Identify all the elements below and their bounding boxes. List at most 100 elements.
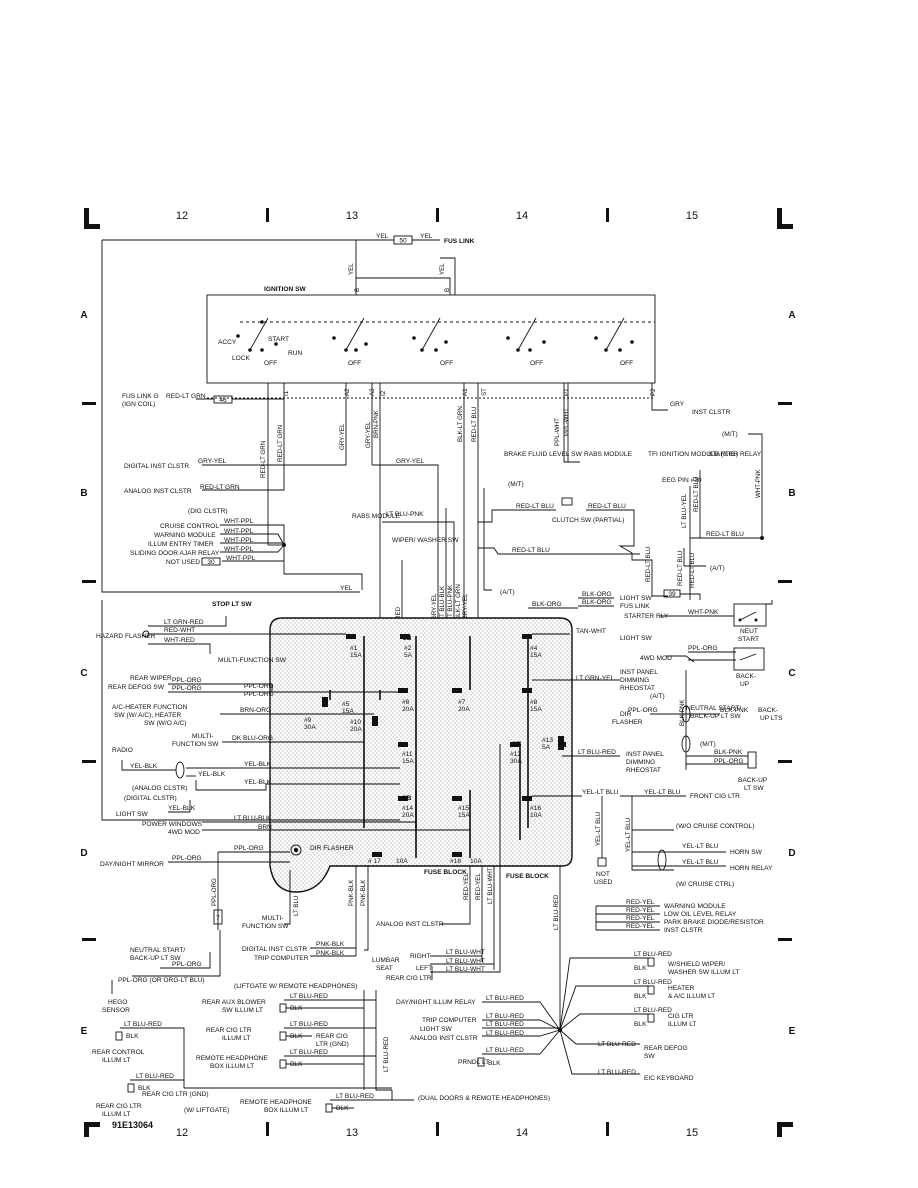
svg-text:A1: A1 xyxy=(462,388,469,396)
svg-text:ILLUM LT: ILLUM LT xyxy=(102,1111,130,1118)
svg-text:LT BLU-RED: LT BLU-RED xyxy=(486,995,524,1002)
svg-text:START: START xyxy=(268,336,289,343)
svg-text:PNK-BLK: PNK-BLK xyxy=(360,879,367,906)
corner-mark-top-left xyxy=(84,208,100,229)
svg-text:YEL-LT BLU: YEL-LT BLU xyxy=(582,789,619,796)
svg-text:RABS MODULE: RABS MODULE xyxy=(584,451,633,458)
svg-text:A3: A3 xyxy=(369,388,376,396)
svg-text:LT BLU-RED: LT BLU-RED xyxy=(290,1021,328,1028)
fuse-13: #13 xyxy=(542,737,553,744)
svg-text:BACK-UP LT SW: BACK-UP LT SW xyxy=(690,713,741,720)
svg-text:LT BLU-WHT: LT BLU-WHT xyxy=(446,949,485,956)
svg-text:BLK-ORG: BLK-ORG xyxy=(582,599,612,606)
svg-text:TAN-WHT: TAN-WHT xyxy=(576,628,606,635)
day-night-illum-relay-label: DAY/NIGHT ILLUM RELAY xyxy=(396,999,476,1006)
fuse-2: #2 xyxy=(404,645,412,652)
hego-sensor-label: HEGO xyxy=(108,999,127,1006)
svg-text:I2: I2 xyxy=(380,390,387,396)
svg-text:20A: 20A xyxy=(402,706,414,713)
svg-text:BLK: BLK xyxy=(290,1033,303,1040)
svg-text:LT BLU-RED: LT BLU-RED xyxy=(290,993,328,1000)
row-divider xyxy=(778,760,792,763)
svg-text:YEL: YEL xyxy=(439,263,446,275)
inst-panel-dimming-label: INST PANEL xyxy=(620,669,658,676)
svg-text:DIMMING: DIMMING xyxy=(620,677,649,684)
svg-text:B: B xyxy=(354,288,361,292)
svg-text:10A: 10A xyxy=(470,858,482,865)
svg-text:P1: P1 xyxy=(563,388,570,396)
svg-text:30A: 30A xyxy=(510,758,522,765)
svg-text:15A: 15A xyxy=(350,652,362,659)
svg-text:10A: 10A xyxy=(396,858,408,865)
svg-text:LT GRN-YEL: LT GRN-YEL xyxy=(576,675,615,682)
row-label: A xyxy=(80,310,87,321)
svg-text:30: 30 xyxy=(207,559,215,566)
svg-text:WIPER/ WASHER SW: WIPER/ WASHER SW xyxy=(392,537,459,544)
neutral-start-label-left: NEUTRAL START/ xyxy=(130,947,185,954)
warning-module-label-right: WARNING MODULE xyxy=(664,903,726,910)
svg-text:RABS MODULE: RABS MODULE xyxy=(352,513,401,520)
svg-text:YEL-BLK: YEL-BLK xyxy=(168,805,196,812)
svg-text:46: 46 xyxy=(219,397,227,404)
svg-text:(LIFTGATE W/ REMOTE HEADPHONES: (LIFTGATE W/ REMOTE HEADPHONES) xyxy=(234,983,357,990)
svg-text:RHEOSTAT: RHEOSTAT xyxy=(620,685,655,692)
svg-text:BLK-ORG: BLK-ORG xyxy=(582,591,612,598)
svg-text:WHT-PNK: WHT-PNK xyxy=(755,469,762,498)
svg-text:BLK-LT GRN: BLK-LT GRN xyxy=(457,406,464,442)
ignition-switch-box xyxy=(206,294,656,384)
svg-text:OFF: OFF xyxy=(530,360,543,367)
svg-text:RED-LT GRN: RED-LT GRN xyxy=(200,484,240,491)
right-c-d-group: BLK-ORG BLK-ORG BLK-ORG LIGHT SW FUS LIN… xyxy=(528,591,783,888)
svg-text:BRN-PNK: BRN-PNK xyxy=(373,409,380,438)
stop-lt-sw-label: STOP LT SW xyxy=(212,601,252,608)
svg-text:RED-LT GRN: RED-LT GRN xyxy=(166,393,206,400)
corner-mark-bottom-right xyxy=(777,1122,793,1137)
multi-function-sw-label-2: MULTI- xyxy=(192,733,214,740)
svg-text:LT GRN-RED: LT GRN-RED xyxy=(164,619,204,626)
svg-text:RED-LT BLU: RED-LT BLU xyxy=(645,546,652,582)
svg-text:ILLUM LT: ILLUM LT xyxy=(102,1057,130,1064)
svg-text:WASHER SW ILLUM LT: WASHER SW ILLUM LT xyxy=(668,969,739,976)
remote-headphone-box-label-2: REMOTE HEADPHONE xyxy=(240,1099,312,1106)
svg-text:(DIGITAL CLSTR): (DIGITAL CLSTR) xyxy=(124,795,177,802)
wshield-wiper-illum-label: W/SHIELD WIPER/ xyxy=(668,961,725,968)
illumination-group: (LIFTGATE W/ REMOTE HEADPHONES) LT BLU-R… xyxy=(92,951,739,1118)
svg-text:7: 7 xyxy=(216,915,220,922)
svg-text:RED-YEL: RED-YEL xyxy=(626,915,655,922)
ignition-output-wires: 46 FUS LINK G (IGN COIL) RED-LT GRN RED-… xyxy=(122,383,731,850)
remote-headphone-box-label: REMOTE HEADPHONE xyxy=(196,1055,268,1062)
svg-text:BLK: BLK xyxy=(488,1060,501,1067)
multi-function-sw-label-3: MULTI- xyxy=(262,915,284,922)
svg-text:PPL-ORG: PPL-ORG xyxy=(234,845,264,852)
svg-text:RUN: RUN xyxy=(288,350,303,357)
ac-heater-sw-label: A/C-HEATER FUNCTION xyxy=(112,704,188,711)
svg-text:LT BLU-WHT: LT BLU-WHT xyxy=(446,966,485,973)
prndl-lt-label: PRNDL LT xyxy=(458,1059,489,1066)
svg-text:20A: 20A xyxy=(350,726,362,733)
svg-text:PPL-ORG: PPL-ORG xyxy=(714,758,744,765)
digital-inst-clstr-label: DIGITAL INST CLSTR xyxy=(124,463,189,470)
svg-text:LT BLU-RED: LT BLU-RED xyxy=(598,1041,636,1048)
light-sw-label-right-2: LIGHT SW xyxy=(620,635,653,642)
rear-aux-blower-label: REAR AUX BLOWER xyxy=(202,999,266,1006)
svg-text:WHT-PPL: WHT-PPL xyxy=(224,518,254,525)
svg-text:(W/ LIFTGATE): (W/ LIFTGATE) xyxy=(184,1107,229,1114)
illum-entry-timer-label: ILLUM ENTRY TIMER xyxy=(148,541,214,548)
svg-text:GRY-YEL: GRY-YEL xyxy=(396,458,425,465)
svg-text:SW (W/O A/C): SW (W/O A/C) xyxy=(144,720,187,727)
row-label: B xyxy=(788,488,795,499)
neutral-start-label: NEUTRAL START/ xyxy=(686,705,741,712)
svg-text:PPL-ORG: PPL-ORG xyxy=(172,677,202,684)
svg-text:15A: 15A xyxy=(530,706,542,713)
column-label: 12 xyxy=(176,210,188,222)
svg-text:YEL-LT BLU: YEL-LT BLU xyxy=(682,843,719,850)
row-label: D xyxy=(788,848,795,859)
svg-text:YEL: YEL xyxy=(340,585,353,592)
light-sw-label: LIGHT SW xyxy=(116,811,149,818)
fuse-16: #16 xyxy=(530,805,541,812)
row-label: E xyxy=(81,1026,88,1037)
svg-text:SW ILLUM LT: SW ILLUM LT xyxy=(222,1007,263,1014)
analog-inst-clstr-label: ANALOG INST CLSTR xyxy=(124,488,192,495)
svg-text:LTR (GND): LTR (GND) xyxy=(316,1041,349,1048)
